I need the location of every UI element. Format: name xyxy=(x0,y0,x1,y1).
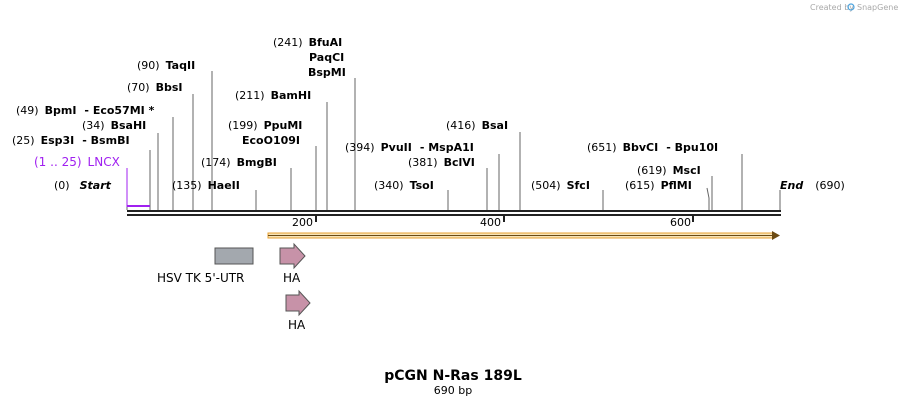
orf-arrow[interactable] xyxy=(267,231,780,240)
tick-label-600: 600 xyxy=(670,216,691,229)
site-label-bbsi: (70)BbsI xyxy=(127,81,183,94)
site-label-bsai: (416)BsaI xyxy=(446,119,508,132)
site-label-bfuai: (241)BfuAI xyxy=(273,36,342,49)
site-line-pflmi xyxy=(706,187,710,210)
credit-brand: SnapGene xyxy=(857,3,898,12)
feature-label-ha-2: HA xyxy=(288,318,306,332)
site-label-msci: (619)MscI xyxy=(637,164,701,177)
site-label-ppumi: (199)PpuMI xyxy=(228,119,302,132)
tick-label-200: 200 xyxy=(292,216,313,229)
site-label-bclvi: (381)BclVI xyxy=(408,156,475,169)
site-label-esp3i: (25)Esp3I- BsmBI xyxy=(12,134,130,147)
site-label-bpmi: (49)BpmI- Eco57MI * xyxy=(16,104,155,117)
scale-ticks: 200 400 600 xyxy=(292,215,694,229)
feature-ha-2[interactable] xyxy=(285,289,311,317)
end-label: End(690) xyxy=(780,179,845,192)
tick-label-400: 400 xyxy=(480,216,501,229)
site-label-haeii: (135)HaeII xyxy=(172,179,240,192)
site-labels: (0)Start End(690) (1 .. 25)LNCX (25)Esp3… xyxy=(12,36,845,192)
site-label-pflmi: (615)PflMI xyxy=(625,179,692,192)
start-label: (0)Start xyxy=(54,179,112,192)
site-label-bspmi: BspMI xyxy=(308,66,346,79)
feature-hsv-tk-utr[interactable] xyxy=(214,247,254,265)
site-label-tsoi: (340)TsoI xyxy=(374,179,434,192)
site-label-ecoo109i: EcoO109I xyxy=(242,134,300,147)
site-lines xyxy=(126,71,781,210)
site-label-paqci: PaqCI xyxy=(309,51,344,64)
snapgene-logo-icon xyxy=(847,3,855,11)
map-subtitle: 690 bp xyxy=(434,384,472,397)
site-label-bsahi: (34)BsaHI xyxy=(82,119,146,132)
site-label-bmgbi: (174)BmgBI xyxy=(201,156,277,169)
feature-ha-1[interactable] xyxy=(279,242,306,270)
map-title: pCGN N-Ras 189L xyxy=(384,368,522,384)
site-label-taqii: (90)TaqII xyxy=(137,59,195,72)
feature-label-ha-1: HA xyxy=(283,271,301,285)
lncx-label: (1 .. 25)LNCX xyxy=(34,155,120,169)
credit-text: Created by xyxy=(810,3,854,12)
feature-label-hsv-tk-utr: HSV TK 5'-UTR xyxy=(157,271,244,285)
site-label-pvuii: (394)PvuII- MspA1I xyxy=(345,141,474,154)
site-label-sfci: (504)SfcI xyxy=(531,179,590,192)
site-label-bbvci: (651)BbvCI- Bpu10I xyxy=(587,141,718,154)
site-label-bamhi: (211)BamHI xyxy=(235,89,311,102)
